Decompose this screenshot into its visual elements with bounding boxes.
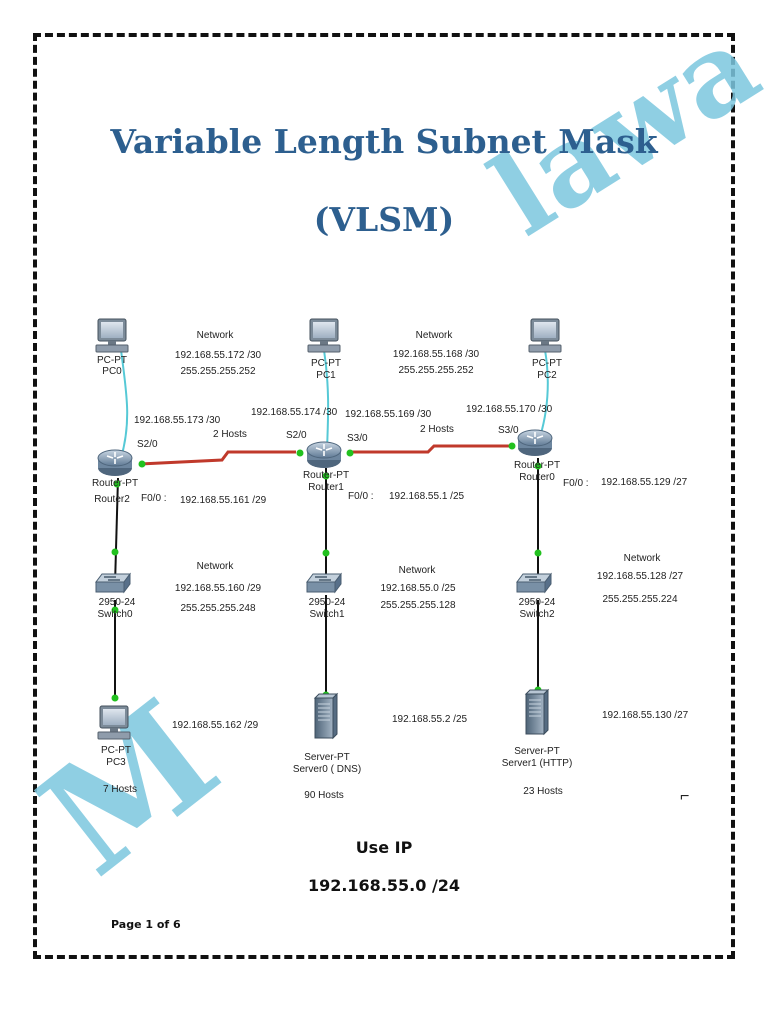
- wan-left-address: 192.168.55.172 /30: [174, 350, 262, 361]
- router0-name-label: Router0: [519, 472, 555, 483]
- switch2-name-label: Switch2: [519, 609, 555, 620]
- wan-right-heading: Network: [415, 330, 453, 341]
- pc1-type-label: PC-PT: [311, 358, 341, 369]
- r0-s30-ip: 192.168.55.170 /30: [466, 404, 553, 415]
- r2-f00-label: F0/0 :: [141, 493, 167, 504]
- lan-right-address: 192.168.55.128 /27: [596, 571, 684, 582]
- pc3-ip: 192.168.55.162 /29: [172, 720, 259, 731]
- r2-f00-ip: 192.168.55.161 /29: [180, 495, 267, 506]
- server0-icon: [314, 693, 338, 739]
- switch0-type-label: 2950-24: [98, 597, 136, 608]
- pc2-name-label: PC2: [537, 370, 557, 381]
- pc1-name-label: PC1: [316, 370, 336, 381]
- right-host-count: 23 Hosts: [523, 786, 563, 797]
- server0-name-label: Server0 ( DNS): [292, 764, 362, 775]
- server0-type-label: Server-PT: [304, 752, 350, 763]
- r0-f00-label: F0/0 :: [563, 478, 589, 489]
- router0-icon: [517, 429, 553, 457]
- lan-left-mask: 255.255.255.248: [180, 603, 256, 614]
- switch1-type-label: 2950-24: [308, 597, 346, 608]
- server0-ip: 192.168.55.2 /25: [392, 714, 468, 725]
- switch2-icon: [516, 573, 552, 593]
- router2-name-label: Router2: [94, 494, 130, 505]
- r1-f00-label: F0/0 :: [348, 491, 374, 502]
- switch0-name-label: Switch0: [97, 609, 133, 620]
- wan-left-heading: Network: [196, 330, 234, 341]
- left-link-hosts: 2 Hosts: [213, 429, 247, 440]
- r1-s20-ip: 192.168.55.174 /30: [251, 407, 338, 418]
- page-border: [33, 33, 735, 959]
- r1-s20-label: S2/0: [286, 430, 307, 441]
- pc2-type-label: PC-PT: [532, 358, 562, 369]
- pc3-name-label: PC3: [106, 757, 126, 768]
- server1-ip: 192.168.55.130 /27: [602, 710, 689, 721]
- pc3-icon: [97, 705, 131, 740]
- title-line-2: (VLSM): [313, 200, 455, 239]
- server1-type-label: Server-PT: [514, 746, 560, 757]
- mid-host-count: 90 Hosts: [304, 790, 344, 801]
- router1-type-label: Router-PT: [302, 470, 350, 481]
- pc2-icon: [528, 318, 562, 353]
- pc2-router0-link: [539, 349, 549, 438]
- switch1-icon: [306, 573, 342, 593]
- r1-s30-label: S3/0: [347, 433, 368, 444]
- server1-icon: [525, 689, 549, 735]
- lan-right-mask: 255.255.255.224: [602, 594, 678, 605]
- link-lights: [111, 442, 542, 702]
- pc0-name-label: PC0: [102, 366, 122, 377]
- r1-s30-ip: 192.168.55.169 /30: [345, 409, 432, 420]
- switch0-icon: [95, 573, 131, 593]
- left-host-count: 7 Hosts: [103, 784, 137, 795]
- pc1-icon: [307, 318, 341, 353]
- router2-icon: [97, 449, 133, 477]
- router2-type-label: Router-PT: [91, 478, 139, 489]
- lan-mid-mask: 255.255.255.128: [380, 600, 456, 611]
- right-link-hosts: 2 Hosts: [420, 424, 454, 435]
- lan-right-heading: Network: [623, 553, 661, 564]
- base-network: 192.168.55.0 /24: [307, 876, 461, 895]
- r2-s20-label: S2/0: [137, 439, 158, 450]
- router1-name-label: Router1: [308, 482, 344, 493]
- r0-s30-label: S3/0: [498, 425, 519, 436]
- page-number: Page 1 of 6: [111, 918, 181, 931]
- lan-left-heading: Network: [196, 561, 234, 572]
- corner-mark: ⌐: [680, 788, 690, 805]
- serial-link-left: [139, 450, 296, 466]
- switch1-name-label: Switch1: [309, 609, 345, 620]
- wan-right-mask: 255.255.255.252: [398, 365, 474, 376]
- use-ip-label: Use IP: [355, 838, 413, 857]
- wan-right-address: 192.168.55.168 /30: [392, 349, 480, 360]
- pc0-router2-link: [120, 349, 129, 459]
- lan-mid-heading: Network: [398, 565, 436, 576]
- title-line-1: Variable Length Subnet Mask: [110, 122, 658, 161]
- lan-mid-address: 192.168.55.0 /25: [380, 583, 456, 594]
- pc3-type-label: PC-PT: [101, 745, 131, 756]
- pc0-icon: [95, 318, 129, 353]
- router2-switch0-link: [114, 477, 119, 586]
- router1-icon: [306, 441, 342, 469]
- server1-name-label: Server1 (HTTP): [501, 758, 573, 769]
- r0-f00-ip: 192.168.55.129 /27: [601, 477, 688, 488]
- pc1-router1-link: [323, 349, 330, 451]
- serial-link-right: [350, 444, 512, 454]
- router0-type-label: Router-PT: [513, 460, 561, 471]
- lan-left-address: 192.168.55.160 /29: [174, 583, 262, 594]
- r1-f00-ip: 192.168.55.1 /25: [389, 491, 465, 502]
- switch2-type-label: 2950-24: [518, 597, 556, 608]
- pc0-type-label: PC-PT: [97, 355, 127, 366]
- wan-left-mask: 255.255.255.252: [180, 366, 256, 377]
- r2-s20-ip: 192.168.55.173 /30: [134, 415, 221, 426]
